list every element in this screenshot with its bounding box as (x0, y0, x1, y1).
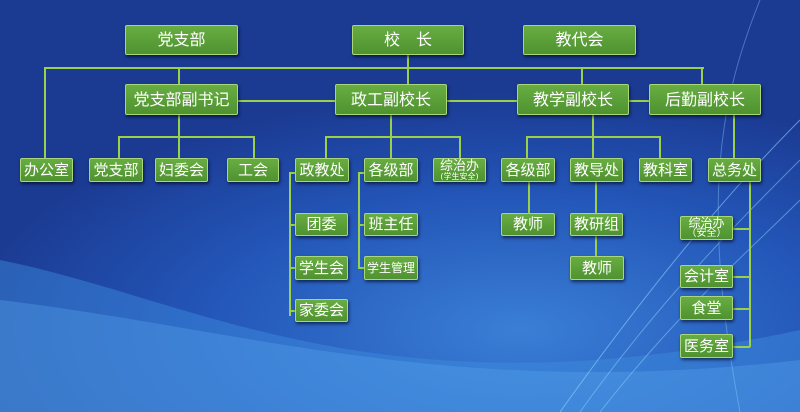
node-office: 办公室 (20, 158, 73, 182)
node-teaching-vp: 教学副校长 (517, 84, 629, 115)
node-teacher-2: 教师 (570, 256, 624, 280)
node-youth-league: 团委 (295, 213, 348, 236)
connector (733, 228, 750, 230)
node-academic-affairs: 教导处 (570, 158, 623, 182)
connector (289, 224, 295, 226)
node-canteen: 食堂 (680, 296, 733, 320)
node-clinic: 医务室 (680, 334, 733, 358)
connector (118, 136, 255, 138)
label: 综治办 (688, 216, 725, 230)
connector (749, 182, 751, 347)
node-student-management: 学生管理 (364, 256, 418, 280)
node-staff-congress: 教代会 (523, 25, 636, 55)
node-grade-dept-1: 各级部 (364, 158, 418, 182)
connector (238, 100, 335, 102)
node-research-group: 教研组 (570, 213, 623, 236)
connector (253, 136, 255, 158)
connector (358, 172, 364, 174)
node-teacher-1: 教师 (501, 213, 555, 236)
connector (178, 136, 180, 158)
connector (733, 276, 750, 278)
label: 综治办 (439, 158, 479, 174)
node-student-union: 学生会 (295, 256, 348, 280)
node-party-branch: 党支部 (125, 25, 238, 55)
connector (447, 100, 517, 102)
connector (178, 67, 180, 85)
connector (325, 136, 327, 158)
connector (659, 136, 661, 158)
connector (459, 136, 461, 158)
sublabel: （安全） (686, 228, 727, 239)
node-security-office-2: 综治办（安全） (680, 216, 733, 240)
connector (289, 172, 295, 174)
connector (289, 267, 295, 269)
connector (526, 136, 661, 138)
connector (118, 136, 120, 158)
node-logistics-vp: 后勤副校长 (649, 84, 761, 115)
node-principal: 校 长 (352, 25, 464, 55)
connector (325, 136, 461, 138)
connector (733, 115, 735, 158)
connector (358, 172, 360, 269)
node-head-teacher: 班主任 (364, 213, 418, 236)
node-union: 工会 (227, 158, 279, 182)
connector (358, 224, 364, 226)
connector (526, 136, 528, 158)
connector (358, 267, 364, 269)
node-women-committee: 妇委会 (155, 158, 208, 182)
connector (733, 308, 750, 310)
node-political-vp: 政工副校长 (335, 84, 447, 115)
node-general-affairs: 总务处 (708, 158, 761, 182)
connector (44, 67, 46, 159)
node-accounting: 会计室 (680, 265, 733, 288)
connector (407, 55, 409, 85)
connector (289, 172, 291, 316)
node-security-office: 综治办(学生安全) (433, 158, 486, 182)
sublabel: (学生安全) (440, 171, 479, 181)
connector (178, 115, 180, 137)
connector (733, 346, 750, 348)
node-party-deputy: 党支部副书记 (125, 84, 238, 115)
connector (528, 182, 530, 213)
connector (701, 67, 703, 85)
node-research-office: 教科室 (639, 158, 692, 182)
connector (629, 100, 649, 102)
connector (45, 67, 704, 69)
connector (289, 310, 295, 312)
connector (581, 67, 583, 85)
node-moral-education: 政教处 (295, 158, 349, 182)
node-grade-dept-2: 各级部 (501, 158, 555, 182)
node-party-branch-dept: 党支部 (89, 158, 143, 182)
node-parents-committee: 家委会 (295, 299, 348, 322)
